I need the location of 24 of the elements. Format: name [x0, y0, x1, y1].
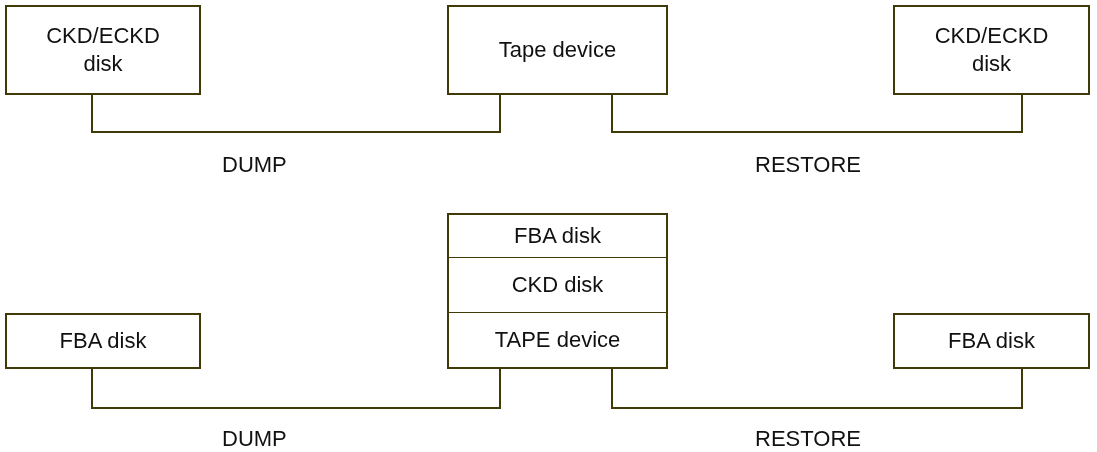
node-label: CKD disk: [511, 271, 604, 299]
node-label: FBA disk: [948, 327, 1035, 355]
connector-line: [91, 94, 501, 133]
node-label: CKD/ECKD disk: [45, 22, 161, 78]
connector-line: [611, 94, 1023, 133]
node-label: TAPE device: [494, 326, 621, 354]
operation-label: RESTORE: [755, 152, 861, 178]
operation-label: DUMP: [222, 426, 287, 452]
operation-label: DUMP: [222, 152, 287, 178]
node-label: Tape device: [498, 36, 617, 64]
device-box: [447, 313, 668, 369]
device-box: [447, 5, 668, 95]
node-label: FBA disk: [514, 222, 601, 250]
device-box: [893, 313, 1090, 369]
node-label: FBA disk: [59, 327, 147, 355]
node-label: CKD/ECKD disk: [933, 22, 1050, 78]
connector-line: [611, 368, 1023, 409]
device-box: [5, 5, 201, 95]
device-box: [5, 313, 201, 369]
connector-line: [91, 368, 501, 409]
device-box: [447, 213, 668, 259]
device-box: [447, 258, 668, 314]
operation-label: RESTORE: [755, 426, 861, 452]
device-box: [893, 5, 1090, 95]
